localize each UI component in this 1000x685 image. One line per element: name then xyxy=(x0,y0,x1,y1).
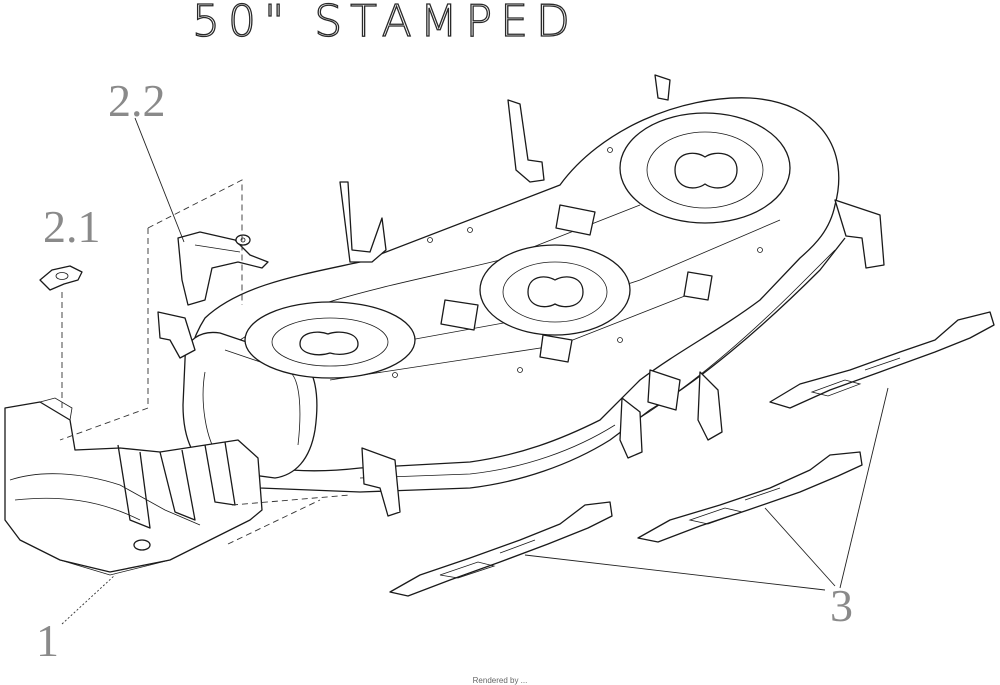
deflector-bracket-part-2-2 xyxy=(177,231,269,306)
render-credit: Rendered by ... xyxy=(472,676,528,685)
mower-deck xyxy=(157,74,885,517)
callout-part-3: 3 xyxy=(830,580,853,631)
discharge-chute-part-1 xyxy=(4,397,263,576)
callout-leaders xyxy=(61,117,889,625)
callout-part-2-1: 2.1 xyxy=(43,201,101,252)
callout-part-1: 1 xyxy=(36,615,59,666)
assembly-guide-lines xyxy=(59,179,351,545)
callout-part-2-2: 2.2 xyxy=(108,75,166,126)
wing-nut-part-2-1 xyxy=(39,265,83,291)
diagram-title: 50" STAMPED xyxy=(191,0,578,47)
blade-part-3-bottom xyxy=(389,501,613,597)
blade-part-3-middle xyxy=(637,451,863,543)
blade-part-3-top xyxy=(769,311,995,409)
